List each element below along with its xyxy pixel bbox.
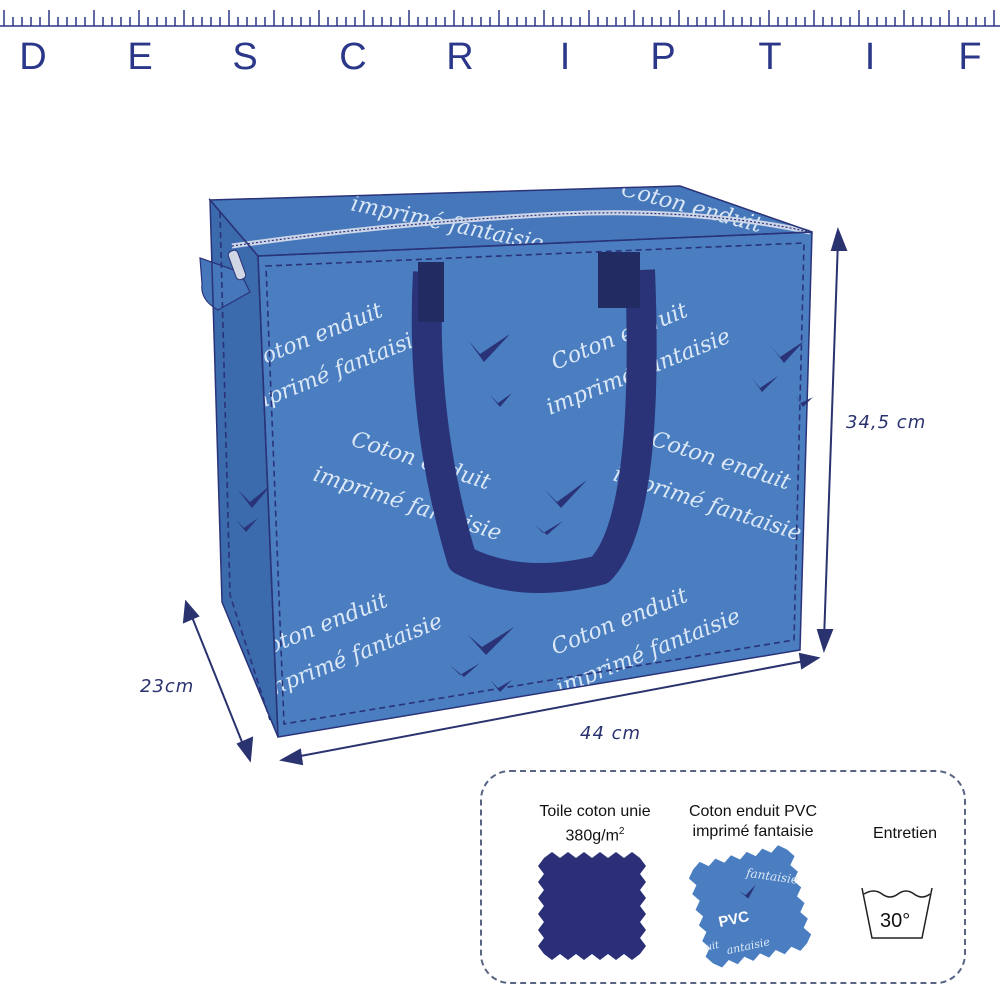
heading-letter: I [559,36,571,78]
swatch1-label: Toile coton unie 380g/m2 [510,802,680,846]
swatch2-label-line2: imprimé fantaisie [692,823,814,840]
heading-letter: E [127,36,153,78]
heading-letter: R [446,36,474,78]
bird-icon [490,393,512,407]
swatch2-label: Coton enduit PVC imprimé fantaisie [668,802,838,842]
bird-icon [450,663,480,677]
heading-letter: P [650,36,676,78]
swatch-pvc-text: PVC [717,908,751,931]
swatch1-label-line1: Toile coton unie [539,803,651,820]
bird-motifs [450,334,813,692]
heading-letter: D [19,36,47,78]
heading: D E S C R I P T I F [0,36,1000,86]
swatch1-label-line2: 380g/m2 [565,826,625,845]
dimension-depth: 23cm [140,676,195,697]
swatch2-label-line1: Coton enduit PVC [688,803,818,820]
wash-basin-icon [861,887,933,939]
bird-icon [535,521,563,535]
dimension-width: 44 cm [580,723,642,744]
bird-icon [752,376,778,392]
care-label: Entretien [872,825,938,842]
ruler-ticks [0,10,1000,27]
heading-letter: T [758,36,782,78]
bag-handle [411,252,657,593]
bird-icon [490,680,512,692]
bird-icon [468,334,510,362]
care-temperature: 30° [880,910,910,932]
materials-legend [480,770,966,984]
dimension-height: 34,5 cm [846,412,927,433]
swatch-pvc-print [688,845,812,968]
heading-letter: F [958,36,982,78]
bird-icon [545,480,587,508]
bird-icon [468,627,514,655]
swatch-print-text: uit [705,940,722,954]
heading-letter: S [232,36,258,78]
heading-letter: I [864,36,876,78]
bird-icon [795,395,813,407]
bird-icon [770,341,804,363]
swatch-plain-cotton [538,852,646,960]
bag-front-panel [258,232,812,737]
ruler [0,10,1000,27]
dimension-arrows [182,226,848,766]
heading-letter: C [339,36,367,78]
legend-graphics: PVC fantaisie uit antaisie 30° [538,845,933,968]
